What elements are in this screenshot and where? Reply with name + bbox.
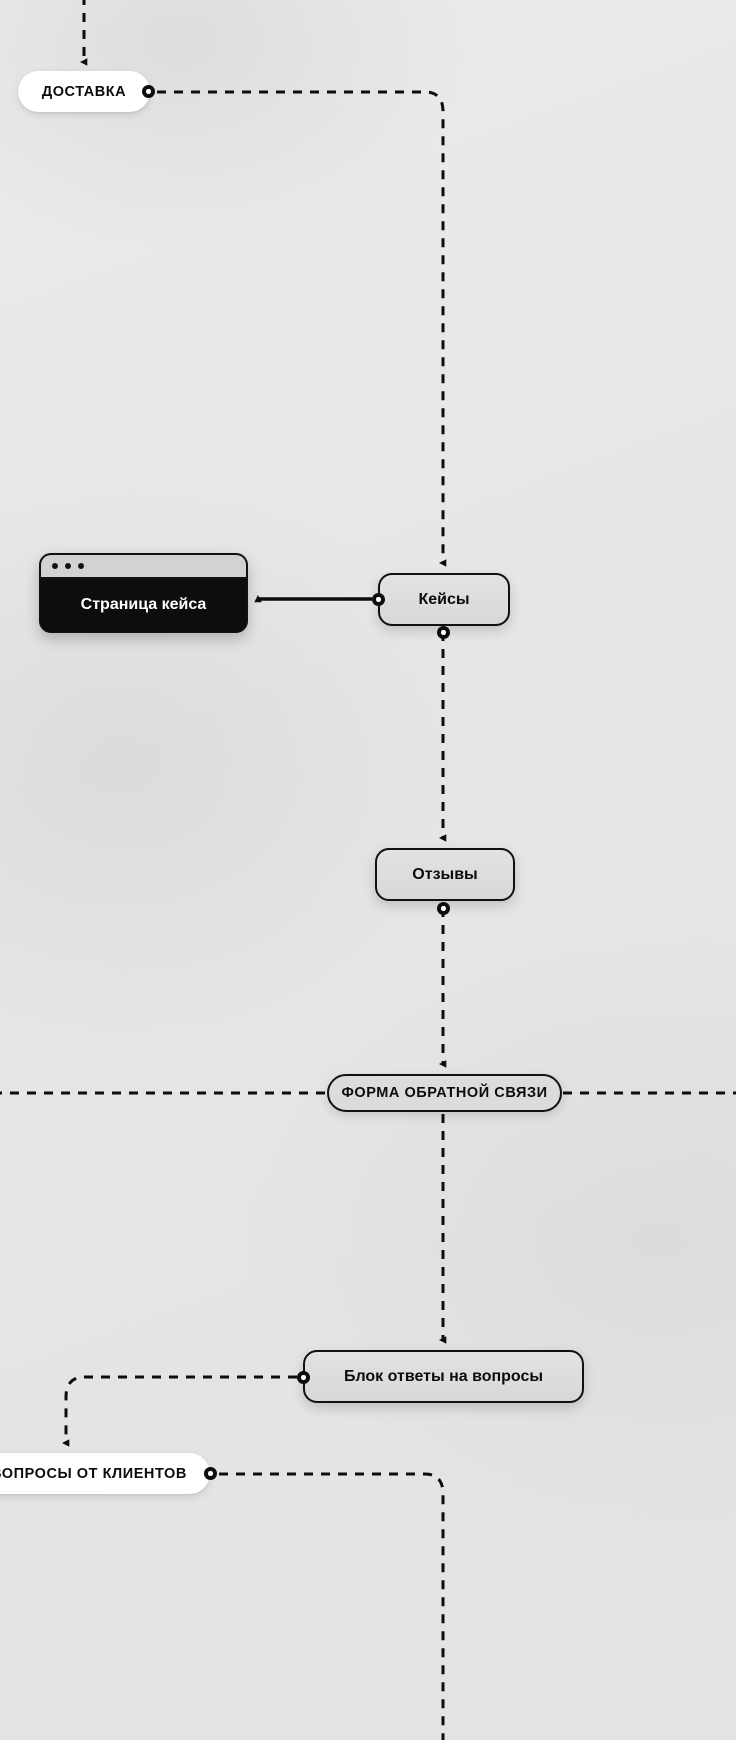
connector-dot-faq-left[interactable]: [297, 1371, 310, 1384]
node-case-page[interactable]: Страница кейса: [39, 553, 248, 633]
node-delivery[interactable]: ДОСТАВКА: [18, 71, 150, 112]
browser-titlebar: [41, 555, 246, 579]
connector-dot-reviews-bottom[interactable]: [437, 902, 450, 915]
node-feedback-form-label: ФОРМА ОБРАТНОЙ СВЯЗИ: [341, 1085, 548, 1101]
node-cases-label: Кейсы: [418, 590, 470, 608]
node-faq-block[interactable]: Блок ответы на вопросы: [303, 1350, 584, 1403]
browser-dot-icon: [52, 563, 58, 569]
connector-dot-delivery[interactable]: [142, 85, 155, 98]
connector-dot-cases-left[interactable]: [372, 593, 385, 606]
node-faq-block-label: Блок ответы на вопросы: [343, 1367, 544, 1385]
browser-dot-icon: [65, 563, 71, 569]
edge-delivery-to-cases: [157, 90, 447, 567]
node-client-questions[interactable]: ВОПРОСЫ ОТ КЛИЕНТОВ: [0, 1453, 210, 1494]
edge-questions-to-bottom: [219, 1472, 445, 1740]
connector-dot-cases-bottom[interactable]: [437, 626, 450, 639]
browser-dot-icon: [78, 563, 84, 569]
node-delivery-label: ДОСТАВКА: [41, 83, 127, 100]
edge-faq-to-questions: [61, 1375, 297, 1447]
node-client-questions-label: ВОПРОСЫ ОТ КЛИЕНТОВ: [0, 1465, 187, 1482]
node-reviews[interactable]: Отзывы: [375, 848, 515, 901]
node-case-page-label: Страница кейса: [41, 579, 246, 631]
node-reviews-label: Отзывы: [412, 865, 478, 883]
connector-dot-questions[interactable]: [204, 1467, 217, 1480]
node-cases[interactable]: Кейсы: [378, 573, 510, 626]
node-feedback-form[interactable]: ФОРМА ОБРАТНОЙ СВЯЗИ: [327, 1074, 562, 1112]
